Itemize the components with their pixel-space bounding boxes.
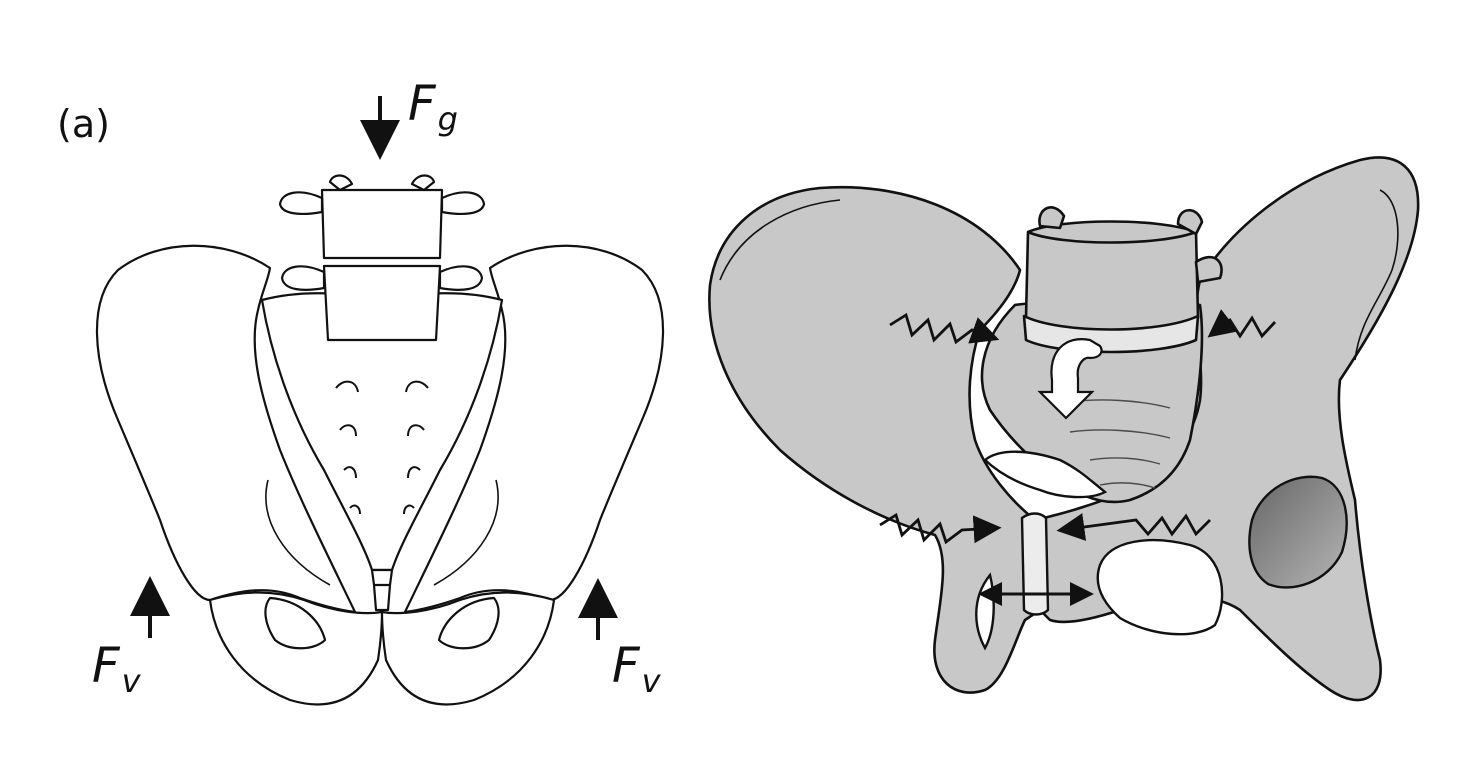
force-symbol: F: [408, 76, 436, 132]
compression-arrow-icon: [879, 512, 1002, 545]
left-iliac-wing: [708, 185, 1042, 694]
oblique-pelvis-illustration: [708, 156, 1420, 702]
force-symbol: F: [92, 638, 120, 694]
force-subscript: v: [641, 662, 661, 700]
force-subscript: g: [437, 100, 458, 138]
rotation-arrow-icon: [1037, 338, 1103, 420]
transverse-process-ul: [278, 191, 324, 215]
pubic-symphysis: [1020, 512, 1050, 616]
force-subscript: v: [121, 662, 141, 700]
compression-arrow-icon: [889, 312, 1000, 345]
force-symbol: F: [612, 638, 640, 694]
transverse-process-ur: [440, 191, 486, 215]
right-obturator: [437, 596, 500, 650]
frontal-pelvis-sketch: [95, 174, 665, 706]
gravity-force-label: Fg: [408, 80, 458, 135]
compression-arrow-icon: [1056, 513, 1211, 541]
spinous-right: [410, 174, 436, 192]
transverse-process-ll: [280, 265, 326, 291]
sciatic-notch: [983, 450, 1108, 499]
panel-label: (a): [57, 102, 110, 146]
compression-arrows: [879, 309, 1277, 606]
force-arrows: [130, 96, 618, 640]
spinous-left: [328, 174, 354, 192]
coccyx: [370, 568, 394, 612]
lumbar-vertebra-lower: [322, 264, 442, 342]
compression-arrow-icon: [1207, 309, 1277, 339]
transverse-process-lr: [438, 265, 484, 291]
acetabulum: [1248, 475, 1348, 589]
lumbar-vertebra-upper: [320, 188, 444, 260]
vertical-force-left-label: Fv: [92, 642, 141, 697]
left-obturator: [264, 596, 327, 650]
obturator-foramen: [1096, 539, 1224, 636]
vertical-force-right-label: Fv: [612, 642, 661, 697]
